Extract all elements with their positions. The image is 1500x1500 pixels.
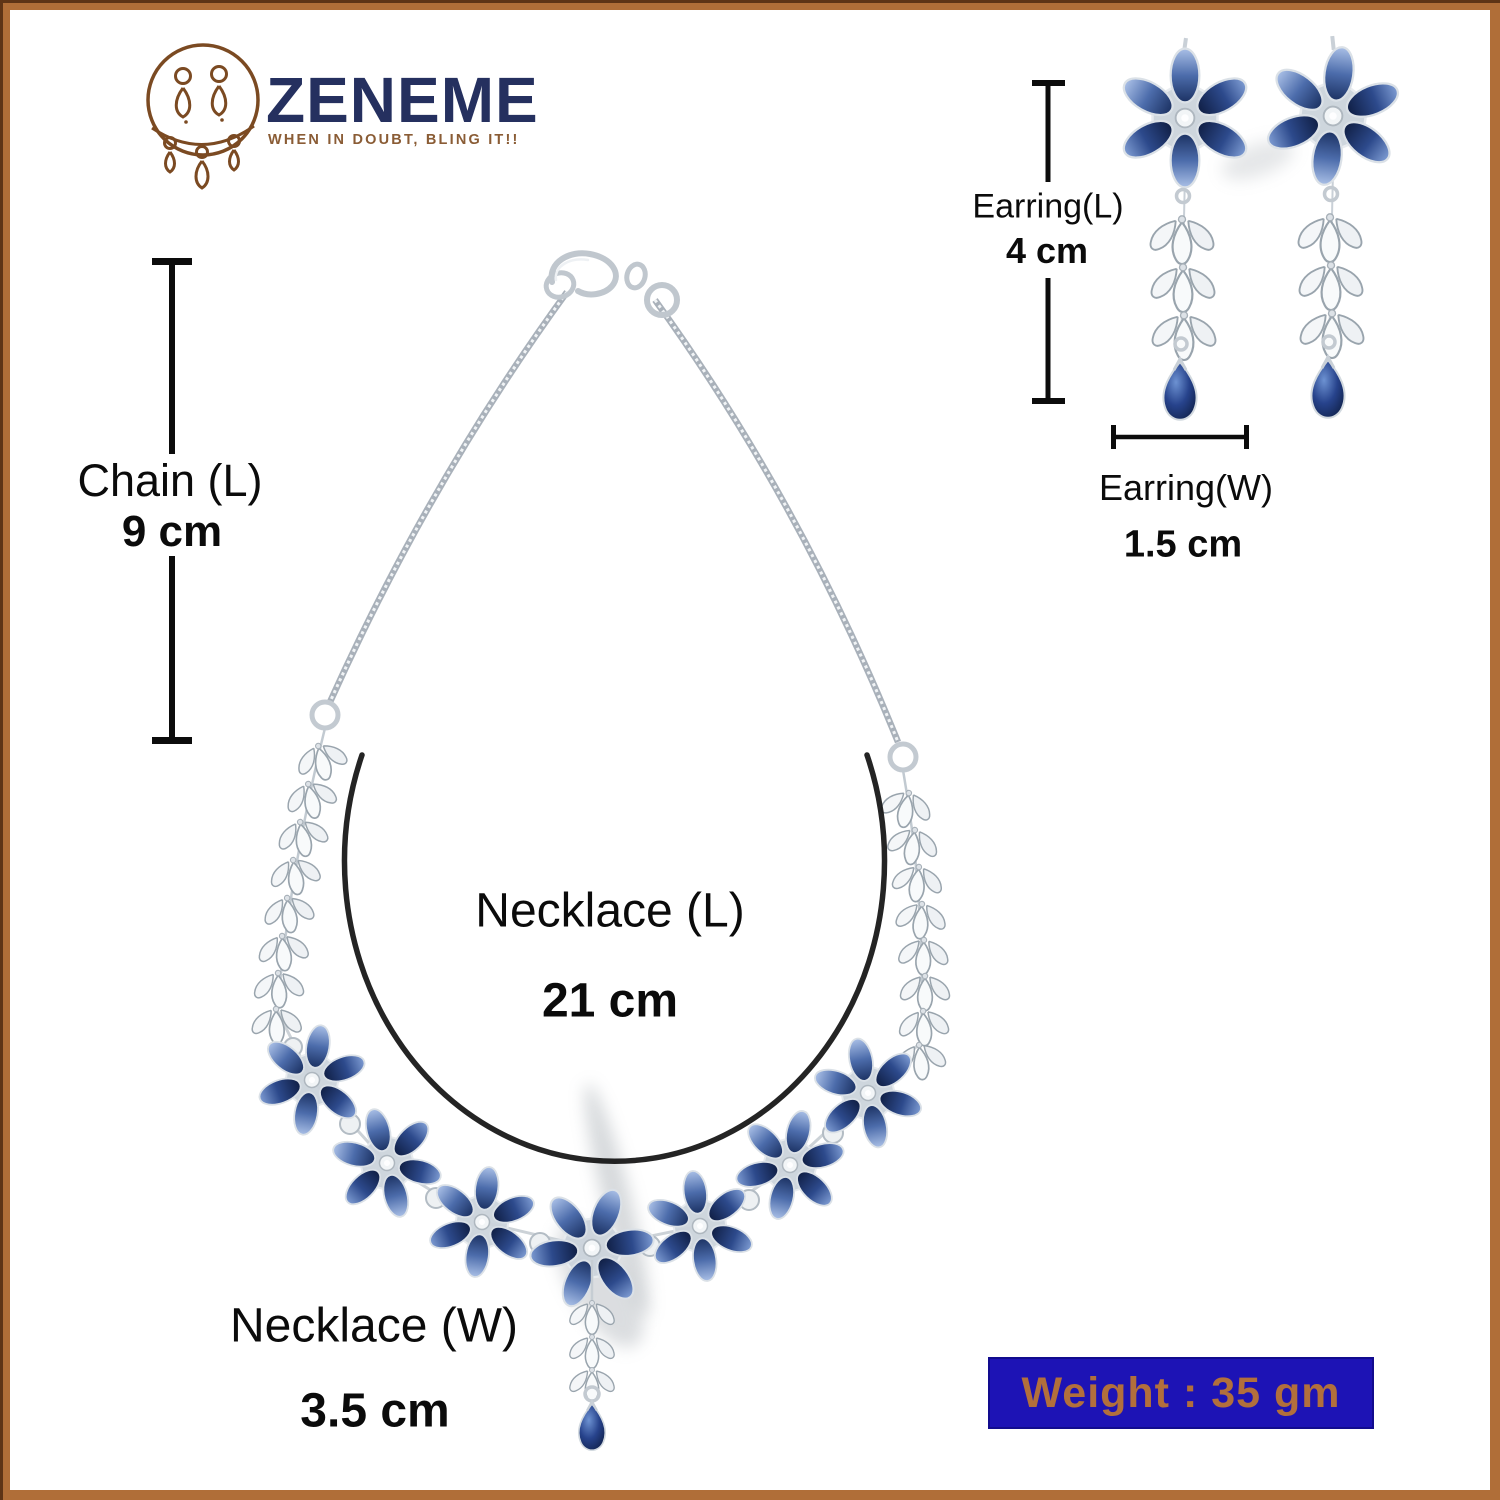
necklace-length-arc (341, 752, 888, 1164)
right-strand-ring (887, 741, 919, 773)
weight-badge: Weight : 35 gm (988, 1357, 1374, 1429)
center-pendant (567, 1260, 618, 1452)
brand-logo-icon (146, 43, 260, 190)
earring-width-line (1111, 425, 1249, 449)
earring-left (1116, 37, 1254, 422)
left-crystal-strand (248, 736, 354, 1044)
right-crystal-strand (875, 785, 953, 1082)
frame-border-dark-top (0, 0, 1500, 3)
necklace-chain (327, 290, 902, 744)
measurement-lines (152, 80, 1249, 1164)
earring-length-label: Earring(L) (972, 187, 1124, 226)
earring-right (1255, 35, 1411, 420)
brand-tagline: WHEN IN DOUBT, BLING IT!! (268, 132, 520, 148)
chain-length-line (152, 258, 192, 744)
chain-length-value: 9 cm (121, 507, 223, 556)
earring-length-value: 4 cm (1005, 230, 1089, 271)
necklace-width-label: Necklace (W) (229, 1299, 519, 1353)
earring-length-line (1032, 80, 1065, 404)
necklace-length-label: Necklace (L) (475, 884, 745, 938)
earring-width-value: 1.5 cm (1123, 523, 1243, 566)
necklace-clasp (543, 250, 680, 318)
necklace-length-value: 21 cm (541, 974, 679, 1028)
chain-length-label: Chain (L) (77, 455, 263, 506)
frame-border-dark-left (0, 0, 3, 1500)
weight-badge-text: Weight : 35 gm (1021, 1368, 1341, 1417)
necklace (248, 250, 953, 1452)
left-strand-ring (309, 699, 341, 731)
necklace-width-value: 3.5 cm (300, 1384, 450, 1438)
brand-name: ZENEME (266, 64, 539, 136)
earring-width-label: Earring(W) (1098, 467, 1274, 508)
